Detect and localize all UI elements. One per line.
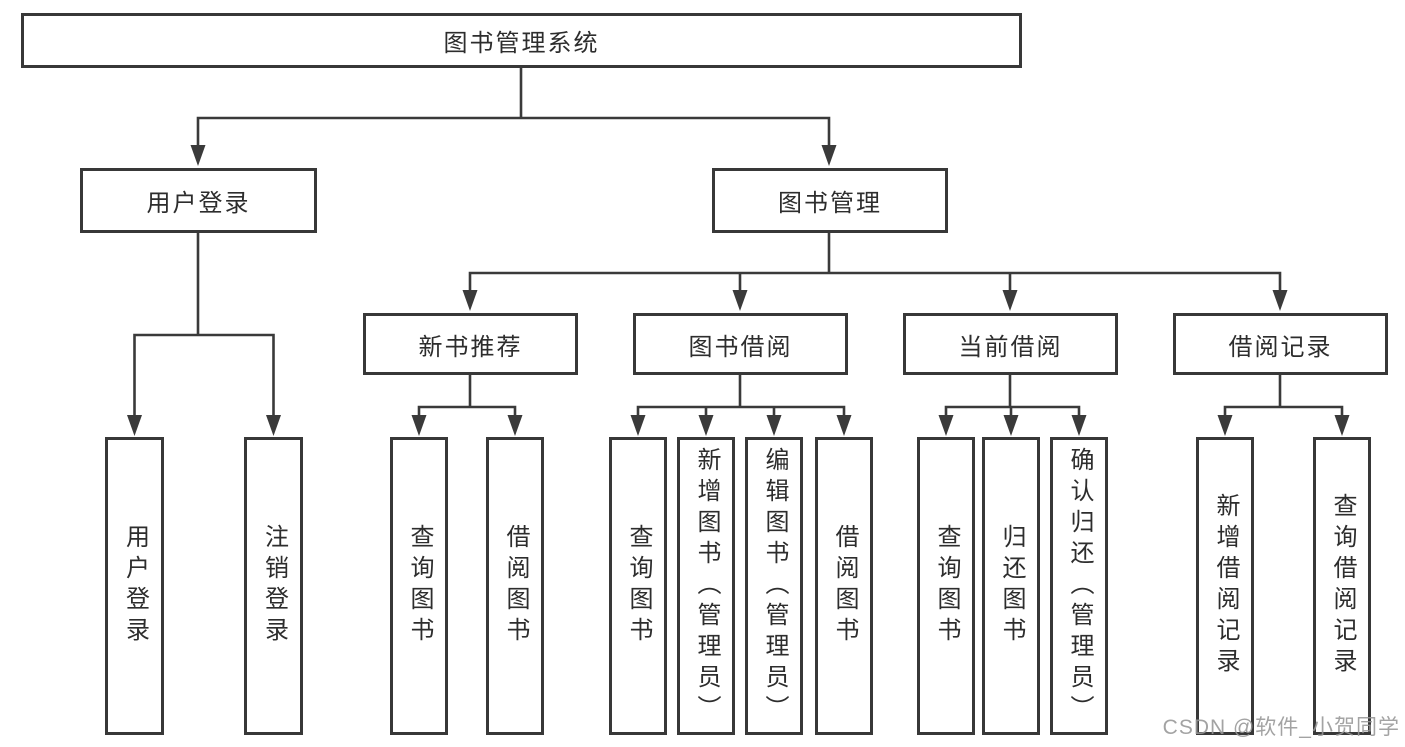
- node-new-book-recommendation: 新书推荐: [363, 313, 578, 375]
- leaf-user-login-label: 用户登录: [121, 524, 149, 648]
- leaf-return-books-label: 归还图书: [998, 524, 1025, 648]
- leaf-logout-label: 注销登录: [260, 524, 288, 648]
- node-user-login-branch: 用户登录: [80, 168, 317, 233]
- node-current-borrowing: 当前借阅: [903, 313, 1118, 375]
- node-book-borrowing: 图书借阅: [633, 313, 848, 375]
- leaf-query-books-2-label: 查询图书: [625, 524, 652, 648]
- node-current-borrowing-label: 当前借阅: [958, 333, 1063, 361]
- leaf-edit-books-admin-label: 编辑图书（管理员）: [761, 446, 788, 726]
- leaf-add-borrow-record: 新增借阅记录: [1196, 437, 1254, 735]
- leaf-user-login: 用户登录: [105, 437, 164, 735]
- node-borrowing-records: 借阅记录: [1173, 313, 1388, 375]
- arrowheads: [127, 145, 1350, 436]
- leaf-query-books-2: 查询图书: [609, 437, 667, 735]
- node-user-login-branch-label: 用户登录: [146, 190, 251, 217]
- node-new-book-recommendation-label: 新书推荐: [418, 333, 523, 361]
- leaf-confirm-return-admin-label: 确认归还（管理员）: [1066, 446, 1093, 726]
- leaf-logout: 注销登录: [244, 437, 303, 735]
- leaf-borrow-books-2: 借阅图书: [815, 437, 873, 735]
- node-book-management: 图书管理: [712, 168, 948, 233]
- leaf-borrow-books-1: 借阅图书: [486, 437, 544, 735]
- node-root-label: 图书管理系统: [443, 30, 600, 57]
- leaf-return-books: 归还图书: [982, 437, 1040, 735]
- node-borrowing-records-label: 借阅记录: [1228, 333, 1333, 361]
- leaf-add-borrow-record-label: 新增借阅记录: [1212, 493, 1239, 679]
- node-root: 图书管理系统: [21, 13, 1022, 68]
- leaf-borrow-books-2-label: 借阅图书: [831, 524, 858, 648]
- leaf-borrow-books-1-label: 借阅图书: [502, 524, 529, 648]
- leaf-query-borrow-record-label: 查询借阅记录: [1329, 493, 1356, 679]
- leaf-add-books-admin: 新增图书（管理员）: [677, 437, 735, 735]
- node-book-borrowing-label: 图书借阅: [688, 333, 793, 361]
- leaf-query-books-1: 查询图书: [390, 437, 448, 735]
- leaf-query-books-1-label: 查询图书: [406, 524, 433, 648]
- leaf-query-borrow-record: 查询借阅记录: [1313, 437, 1371, 735]
- leaf-confirm-return-admin: 确认归还（管理员）: [1050, 437, 1108, 735]
- csdn-watermark: CSDN @软件_小贺同学: [1162, 716, 1400, 739]
- leaf-query-books-3-label: 查询图书: [933, 524, 960, 648]
- leaf-query-books-3: 查询图书: [917, 437, 975, 735]
- leaf-edit-books-admin: 编辑图书（管理员）: [745, 437, 803, 735]
- leaf-add-books-admin-label: 新增图书（管理员）: [693, 446, 720, 726]
- node-book-management-label: 图书管理: [778, 190, 882, 217]
